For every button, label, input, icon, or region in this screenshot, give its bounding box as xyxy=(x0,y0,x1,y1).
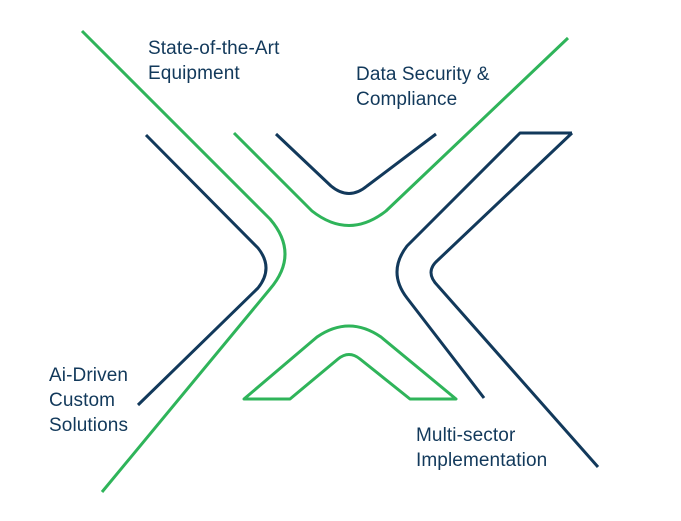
navy-right-inner xyxy=(429,131,600,468)
label-line: Compliance xyxy=(356,89,458,110)
label-line: Equipment xyxy=(148,63,240,84)
label-multi-sector-implementation: Multi-sector Implementation xyxy=(416,423,547,473)
green-upper-curve xyxy=(232,36,570,227)
label-state-of-the-art-equipment: State-of-the-Art Equipment xyxy=(148,36,279,86)
label-data-security-compliance: Data Security & Compliance xyxy=(356,62,490,112)
label-line: Implementation xyxy=(416,450,548,471)
label-line: Custom xyxy=(49,390,116,411)
label-line: State-of-the-Art xyxy=(148,38,280,59)
label-line: Solutions xyxy=(49,415,129,436)
label-line: Ai-Driven xyxy=(49,365,129,386)
label-ai-driven-custom-solutions: Ai-Driven Custom Solutions xyxy=(49,363,128,438)
label-line: Multi-sector xyxy=(416,425,516,446)
navy-left-curve xyxy=(136,133,268,407)
green-bottom-shape xyxy=(242,324,458,401)
label-line: Data Security & xyxy=(356,64,490,85)
navy-right-shape xyxy=(395,131,572,399)
navy-upper-v xyxy=(274,132,437,195)
green-diagonal-line xyxy=(80,29,287,493)
